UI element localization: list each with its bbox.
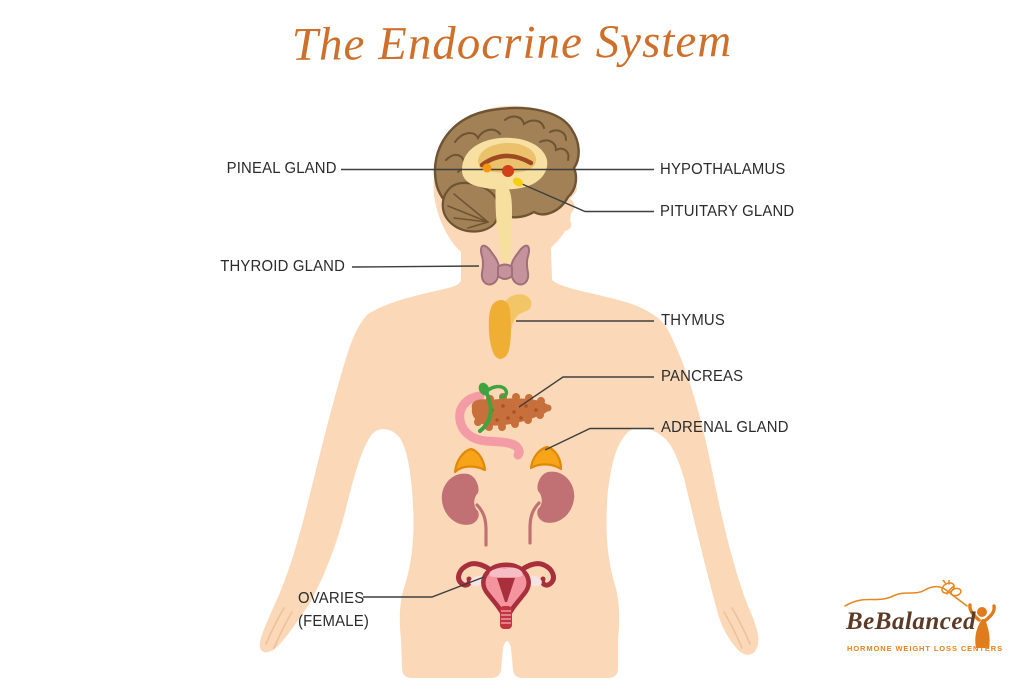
logo-swirl	[844, 585, 968, 607]
logo-person-icon	[968, 603, 996, 648]
pineal-gland-dot	[482, 163, 492, 173]
leader-thyroid	[351, 265, 480, 268]
cervix-stripes	[501, 610, 511, 624]
cervix	[500, 606, 512, 629]
female-body-silhouette	[259, 105, 759, 679]
uterus-fundus	[489, 567, 523, 577]
label-hypothalamus: HYPOTHALAMUS	[660, 161, 786, 178]
label-ovaries-line1: OVARIES	[298, 590, 365, 607]
thyroid-illustration	[480, 244, 530, 286]
logo-butterfly-icon	[941, 580, 962, 597]
label-thymus: THYMUS	[661, 312, 725, 329]
right-adrenal-gland	[529, 445, 563, 471]
left-kidney	[441, 473, 479, 525]
uterus-ovaries-illustration	[456, 561, 556, 629]
brain-illustration	[433, 106, 580, 283]
label-adrenal-gland: ADRENAL GLAND	[661, 419, 789, 436]
uterine-cavity	[497, 578, 515, 602]
label-pancreas: PANCREAS	[661, 368, 744, 385]
label-pineal-gland: PINEAL GLAND	[226, 160, 337, 177]
fallopian-tubes	[456, 561, 556, 588]
thymus-illustration	[488, 294, 532, 360]
pancreas-illustration	[455, 382, 552, 460]
page-title: The Endocrine System	[291, 15, 733, 71]
label-ovaries-line2: (FEMALE)	[298, 613, 369, 630]
corpus-callosum-arc	[479, 153, 534, 168]
right-kidney	[537, 471, 575, 523]
cerebellum-lines	[447, 193, 489, 229]
logo-graphics	[844, 580, 996, 648]
brainstem	[495, 182, 512, 283]
hypothalamus-dot	[502, 165, 514, 177]
leader-adrenal	[544, 427, 654, 451]
pituitary-gland-dot	[512, 177, 524, 187]
label-ovaries: OVARIES (FEMALE)	[298, 587, 369, 633]
duodenum	[455, 391, 524, 460]
leader-pituitary	[521, 183, 654, 213]
leader-pancreas	[518, 376, 654, 408]
label-thyroid-gland: THYROID GLAND	[220, 258, 345, 275]
hand-detail-lines	[265, 607, 751, 649]
logo-tagline: HORMONE WEIGHT LOSS CENTERS	[847, 644, 1003, 653]
left-adrenal-gland	[453, 447, 487, 474]
logo-wordmark: BeBalanced	[846, 608, 976, 635]
gallbladder	[478, 382, 490, 396]
bile-duct	[478, 384, 509, 433]
bebalanced-logo: BeBalanced HORMONE WEIGHT LOSS CENTERS	[843, 580, 1013, 660]
label-pituitary-gland: PITUITARY GLAND	[660, 203, 795, 220]
leader-lines	[341, 168, 654, 598]
leader-ovaries	[363, 576, 485, 598]
kidneys-illustration	[441, 445, 575, 547]
